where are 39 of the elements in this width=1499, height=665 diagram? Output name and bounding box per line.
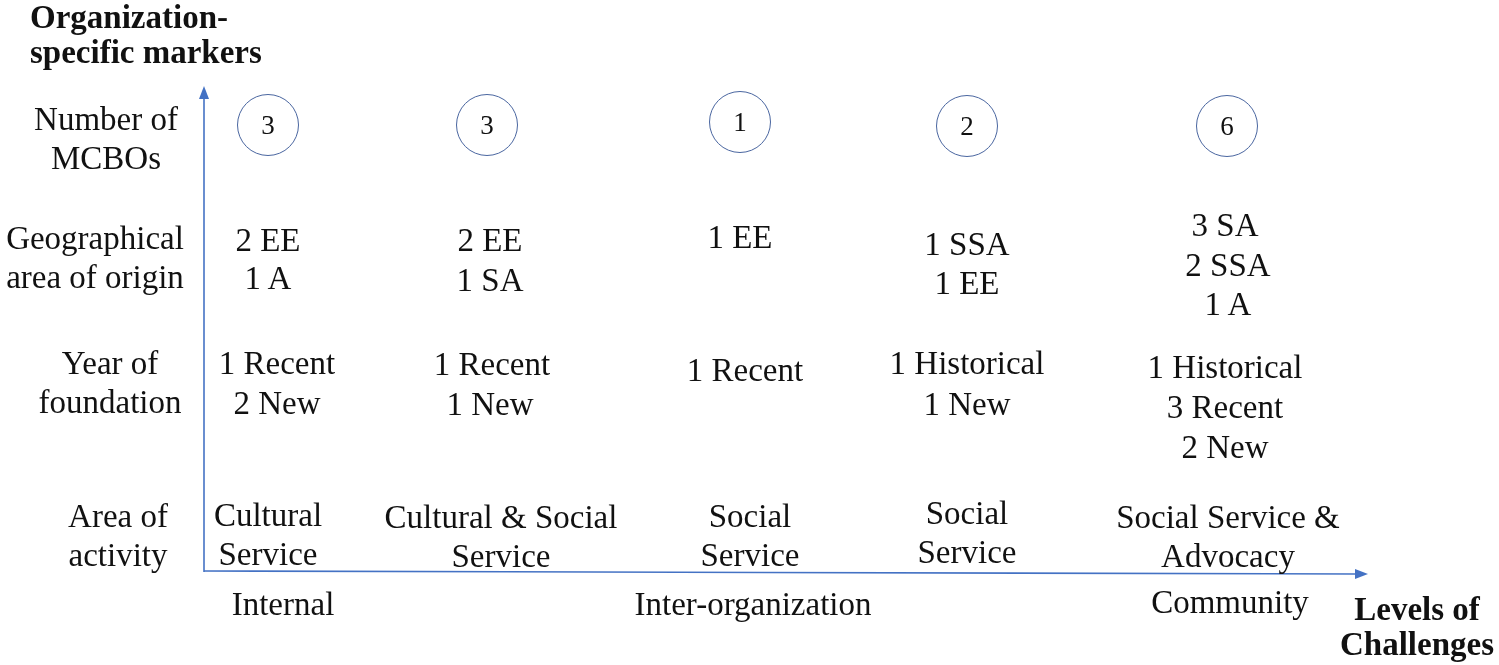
value-text: 2 EE (457, 220, 523, 260)
count-circle: 3 (456, 94, 518, 156)
value-text: 1 EE (707, 217, 773, 257)
axis-title: Levels of Challenges (1339, 592, 1495, 662)
count-circle: 1 (709, 91, 771, 153)
value-text: 1 A (244, 258, 292, 298)
value-text: 1 Recent (686, 350, 804, 390)
value-text: 1 New (923, 384, 1011, 424)
value-text: 2 EE (235, 220, 301, 260)
value-text: 1 Historical (1147, 347, 1303, 387)
value-text: 1 Recent (433, 344, 551, 384)
value-text: 1 SSA (924, 224, 1010, 264)
category-label: Social Service (699, 497, 801, 575)
value-text: 1 EE (934, 263, 1000, 303)
count-circle: 3 (237, 94, 299, 156)
row-label: Geographical area of origin (5, 219, 185, 297)
count-circle: 6 (1196, 95, 1258, 157)
row-label: Number of MCBOs (33, 100, 179, 178)
value-text: 1 Recent (218, 343, 336, 383)
axis-title: Organization-specific markers (30, 0, 263, 70)
value-text: 2 New (233, 383, 321, 423)
category-label: Cultural Service (212, 496, 324, 574)
axis-tick-label: Internal (231, 584, 335, 624)
axis-tick-label: Community (1151, 582, 1309, 622)
row-label: Year of foundation (37, 344, 183, 422)
axis-tick-label: Inter-organization (634, 584, 872, 624)
category-label: Social Service (916, 494, 1018, 572)
value-text: 1 SA (456, 260, 524, 300)
category-label: Social Service & Advocacy (1115, 498, 1341, 576)
category-label: Cultural & Social Service (383, 498, 619, 576)
value-text: 1 New (446, 384, 534, 424)
value-text: 1 Historical (889, 343, 1045, 383)
value-text: 3 Recent (1166, 387, 1284, 427)
row-label: Area of activity (67, 497, 169, 575)
value-text: 2 New (1181, 427, 1269, 467)
count-circle: 2 (936, 95, 998, 157)
value-text: 1 A (1204, 284, 1252, 324)
value-text: 2 SSA (1185, 245, 1271, 285)
value-text: 3 SA (1191, 205, 1259, 245)
